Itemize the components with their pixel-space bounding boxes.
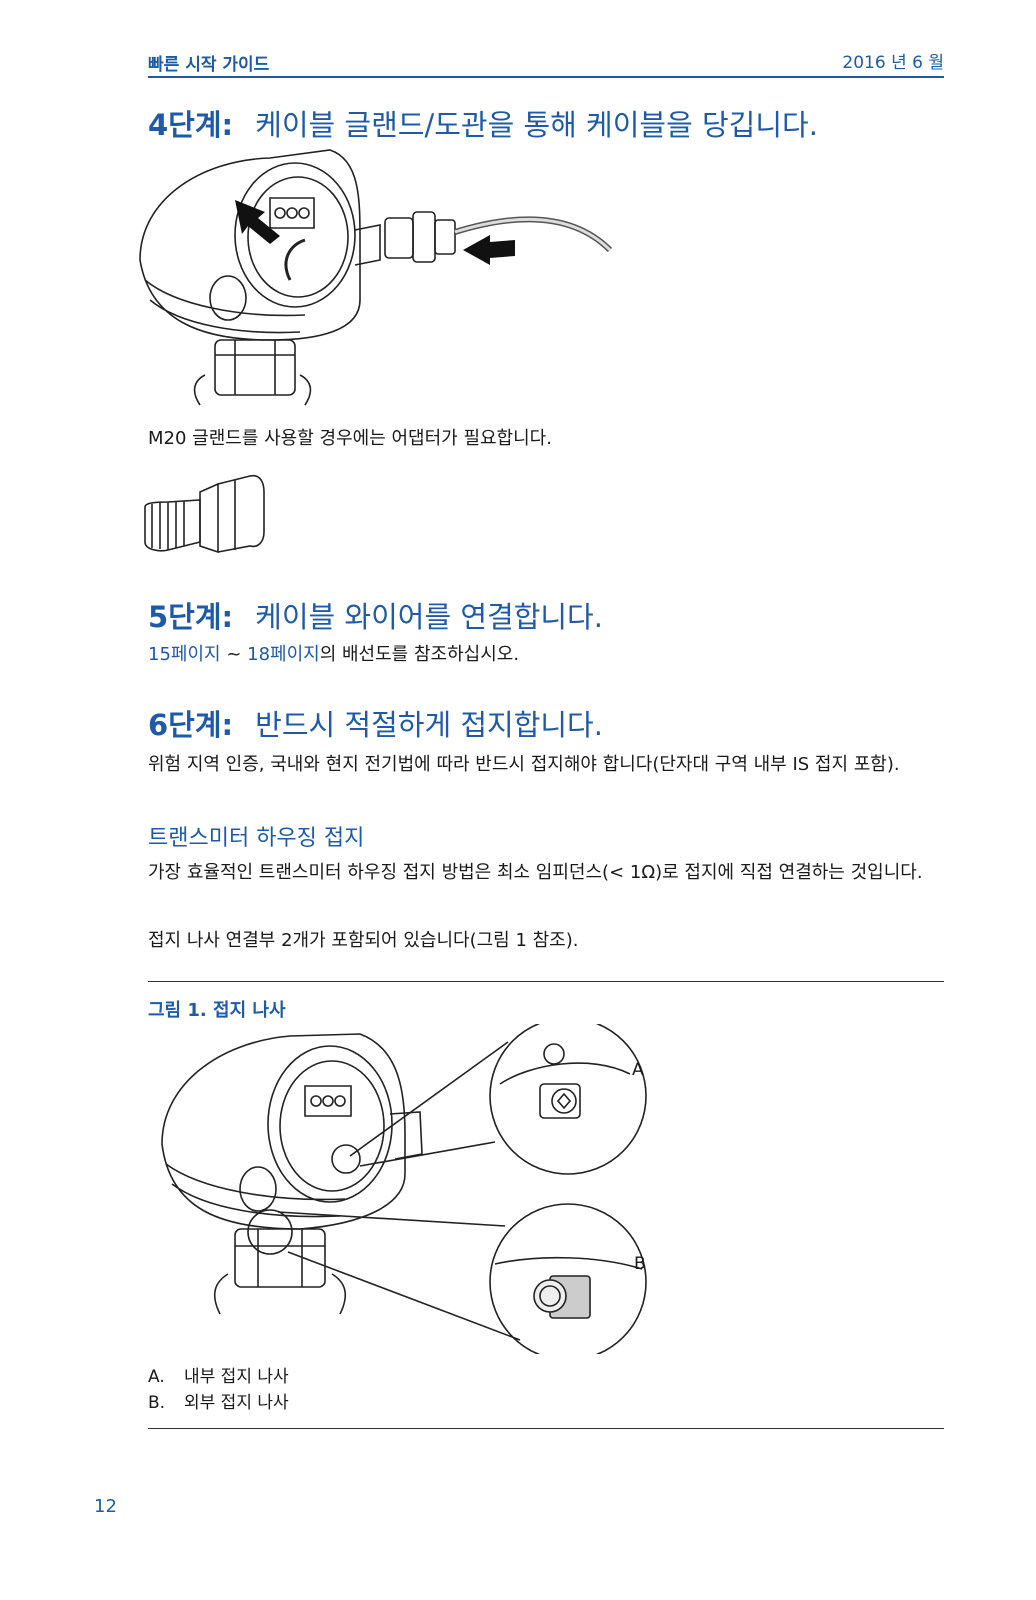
step5-number: 5단계: — [148, 600, 234, 634]
callout-b: B — [634, 1254, 646, 1274]
adapter-illustration — [140, 462, 270, 556]
step4-heading: 4단계: 케이블 글랜드/도관을 통해 케이블을 당깁니다. — [148, 102, 818, 144]
range-separator: ~ — [220, 644, 248, 665]
callout-a: A — [632, 1060, 644, 1080]
step4-adapter-note: M20 글랜드를 사용할 경우에는 어댑터가 필요합니다. — [148, 428, 552, 449]
step5-heading: 5단계: 케이블 와이어를 연결합니다. — [148, 594, 603, 636]
step6-paragraph-2: 가장 효율적인 트랜스미터 하우징 접지 방법은 최소 임피던스(< 1Ω)로 … — [148, 862, 923, 883]
step6-number: 6단계: — [148, 708, 234, 742]
step4-cable-illustration — [130, 140, 630, 420]
page-link-18[interactable]: 18페이지 — [247, 644, 320, 665]
figure-caption: 그림 1. 접지 나사 — [148, 1000, 286, 1021]
figure-top-rule — [148, 981, 944, 982]
step6-paragraph-3: 접지 나사 연결부 2개가 포함되어 있습니다(그림 1 참조). — [148, 930, 579, 951]
header-date: 2016 년 6 월 — [842, 53, 944, 73]
figure-bottom-rule — [148, 1428, 944, 1429]
step5-title: 케이블 와이어를 연결합니다. — [255, 600, 603, 634]
page-number: 12 — [94, 1496, 117, 1517]
step5-reference-text: 의 배선도를 참조하십시오. — [319, 644, 520, 665]
header-title: 빠른 시작 가이드 — [148, 55, 270, 75]
legend-key-a: A. — [148, 1367, 165, 1387]
housing-ground-subheading: 트랜스미터 하우징 접지 — [148, 826, 365, 851]
grounding-screw-illustration — [150, 1024, 650, 1354]
page-link-15[interactable]: 15페이지 — [148, 644, 221, 665]
step6-title: 반드시 적절하게 접지합니다. — [255, 708, 603, 742]
header-divider — [148, 76, 944, 78]
legend-item-a: A. 내부 접지 나사 — [148, 1362, 289, 1387]
step4-number: 4단계: — [148, 108, 234, 142]
legend-item-b: B. 외부 접지 나사 — [148, 1388, 289, 1413]
step6-heading: 6단계: 반드시 적절하게 접지합니다. — [148, 702, 603, 744]
step4-title: 케이블 글랜드/도관을 통해 케이블을 당깁니다. — [255, 108, 818, 142]
step5-reference: 15페이지 ~ 18페이지의 배선도를 참조하십시오. — [148, 640, 948, 670]
step6-paragraph-1: 위험 지역 인증, 국내와 현지 전기법에 따라 반드시 접지해야 합니다(단자… — [148, 754, 900, 775]
legend-key-b: B. — [148, 1393, 166, 1413]
legend-text-a: 내부 접지 나사 — [184, 1367, 289, 1387]
legend-text-b: 외부 접지 나사 — [184, 1393, 289, 1413]
